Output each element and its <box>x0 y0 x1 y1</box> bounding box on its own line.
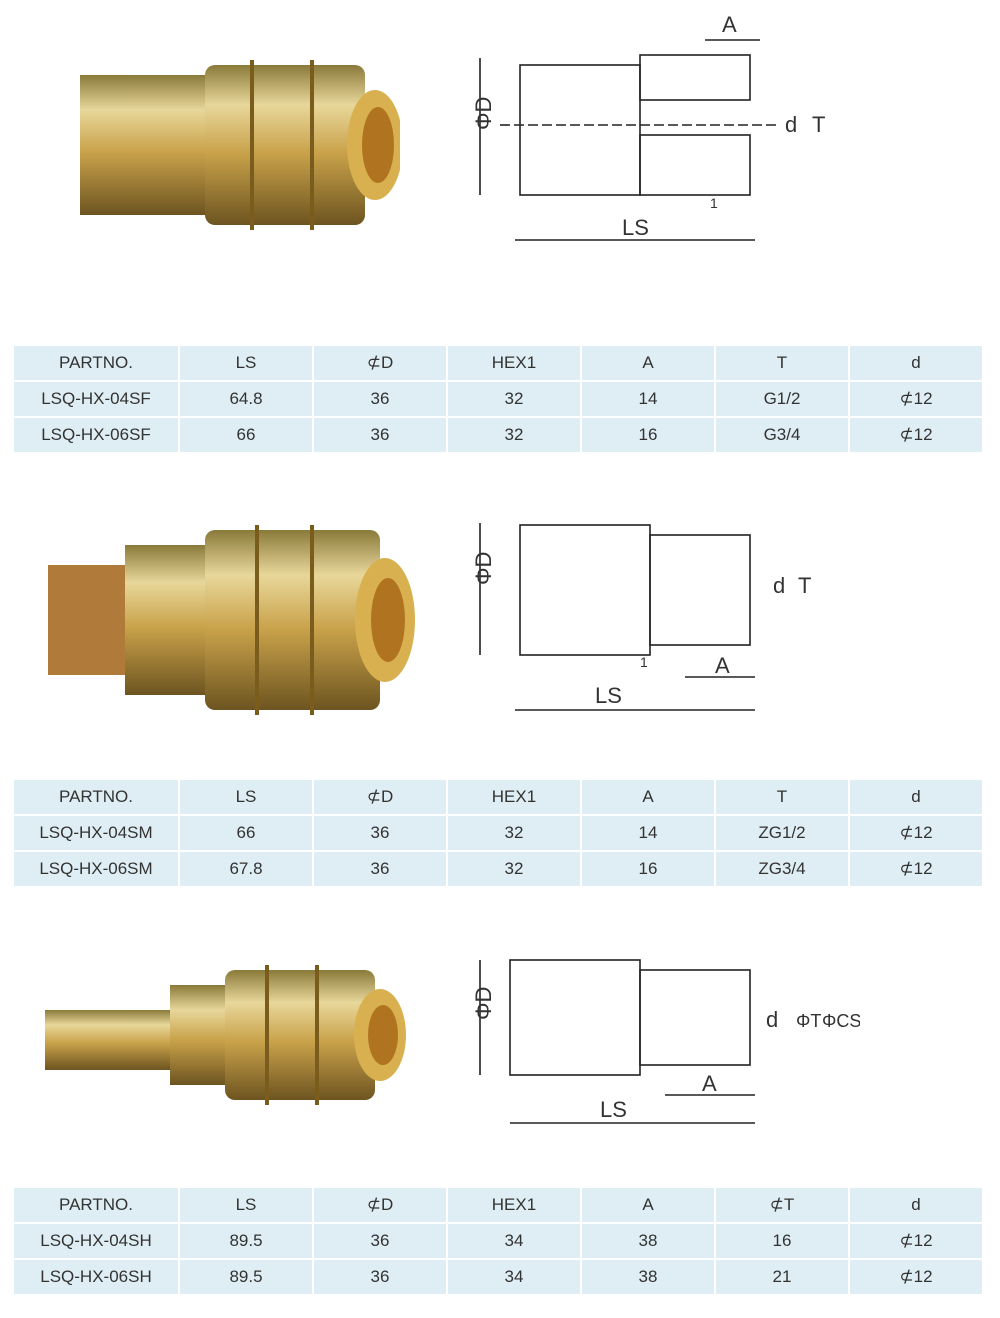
table-cell: ⊄12 <box>850 1224 982 1258</box>
technical-drawing-sf: A ΦD d T LS 1 <box>471 12 825 241</box>
table-header: T <box>716 346 848 380</box>
table-header: ⊄D <box>314 1188 446 1222</box>
table-header: PARTNO. <box>14 346 178 380</box>
table-cell: ⊄12 <box>850 418 982 452</box>
dim-label: 1 <box>710 195 718 211</box>
table-header: HEX1 <box>448 346 580 380</box>
table-cell: 66 <box>180 418 312 452</box>
table-row: LSQ-HX-06SM 67.8 36 32 16 ZG3/4 ⊄12 <box>14 852 982 886</box>
table-cell: 14 <box>582 816 714 850</box>
table-cell: 36 <box>314 816 446 850</box>
table-cell: 64.8 <box>180 382 312 416</box>
table-header: ⊄D <box>314 346 446 380</box>
table-cell: 21 <box>716 1260 848 1294</box>
table-cell: LSQ-HX-04SM <box>14 816 178 850</box>
table-header: HEX1 <box>448 780 580 814</box>
dim-label: d <box>766 1007 778 1032</box>
table-cell: LSQ-HX-04SH <box>14 1224 178 1258</box>
product-photo-male-thread <box>48 525 415 715</box>
spec-table-sf: PARTNO. LS ⊄D HEX1 A T d LSQ-HX-04SF 64.… <box>12 344 984 454</box>
table-header: PARTNO. <box>14 1188 178 1222</box>
technical-drawing-sm: ΦD d T 1 A LS <box>471 523 811 711</box>
spec-table-sh: PARTNO. LS ⊄D HEX1 A ⊄T d LSQ-HX-04SH 89… <box>12 1186 984 1296</box>
table-cell: 89.5 <box>180 1260 312 1294</box>
table-cell: 34 <box>448 1224 580 1258</box>
dim-label: ΦCS <box>822 1011 860 1031</box>
table-row: LSQ-HX-04SF 64.8 36 32 14 G1/2 ⊄12 <box>14 382 982 416</box>
dim-label: T <box>798 573 811 598</box>
dim-label: T <box>812 112 825 137</box>
table-row: LSQ-HX-06SF 66 36 32 16 G3/4 ⊄12 <box>14 418 982 452</box>
table-cell: 32 <box>448 852 580 886</box>
table-cell: 16 <box>582 852 714 886</box>
spec-table-sm: PARTNO. LS ⊄D HEX1 A T d LSQ-HX-04SM 66 … <box>12 778 984 888</box>
table-cell: ⊄12 <box>850 382 982 416</box>
table-header-row: PARTNO. LS ⊄D HEX1 A T d <box>14 346 982 380</box>
table-cell: 36 <box>314 852 446 886</box>
table-header: LS <box>180 780 312 814</box>
dim-label: LS <box>600 1097 627 1122</box>
product-photo-female-thread <box>80 60 400 230</box>
table-header: d <box>850 1188 982 1222</box>
table-cell: LSQ-HX-06SF <box>14 418 178 452</box>
dim-label: ΦT <box>796 1011 821 1031</box>
table-cell: ⊄12 <box>850 1260 982 1294</box>
dim-label: 1 <box>640 654 648 670</box>
table-cell: 14 <box>582 382 714 416</box>
dim-label: d <box>773 573 785 598</box>
table-header: A <box>582 346 714 380</box>
table-cell: G3/4 <box>716 418 848 452</box>
dim-label: A <box>702 1071 717 1096</box>
dim-label: ΦD <box>471 552 496 585</box>
table-header: A <box>582 1188 714 1222</box>
table-cell: 32 <box>448 816 580 850</box>
table-cell: ⊄12 <box>850 816 982 850</box>
table-cell: G1/2 <box>716 382 848 416</box>
table-header: ⊄T <box>716 1188 848 1222</box>
table-cell: 36 <box>314 382 446 416</box>
table-cell: LSQ-HX-04SF <box>14 382 178 416</box>
dim-label: LS <box>595 683 622 708</box>
table-header: ⊄D <box>314 780 446 814</box>
table-cell: LSQ-HX-06SM <box>14 852 178 886</box>
table-header: d <box>850 780 982 814</box>
table-cell: ⊄12 <box>850 852 982 886</box>
table-header: A <box>582 780 714 814</box>
dim-label: ΦD <box>471 97 496 130</box>
dim-label: ΦD <box>471 987 496 1020</box>
table-header: PARTNO. <box>14 780 178 814</box>
dim-label: LS <box>622 215 649 240</box>
table-cell: 34 <box>448 1260 580 1294</box>
table-header: LS <box>180 1188 312 1222</box>
table-cell: 38 <box>582 1260 714 1294</box>
technical-drawing-sh: ΦD d ΦT ΦCS A LS <box>471 959 860 1124</box>
table-cell: LSQ-HX-06SH <box>14 1260 178 1294</box>
table-cell: ZG1/2 <box>716 816 848 850</box>
table-cell: ZG3/4 <box>716 852 848 886</box>
table-header-row: PARTNO. LS ⊄D HEX1 A T d <box>14 780 982 814</box>
table-cell: 38 <box>582 1224 714 1258</box>
table-row: LSQ-HX-04SH 89.5 36 34 38 16 ⊄12 <box>14 1224 982 1258</box>
table-cell: 32 <box>448 382 580 416</box>
product-photo-hose-barb <box>45 965 406 1105</box>
table-cell: 66 <box>180 816 312 850</box>
table-header-row: PARTNO. LS ⊄D HEX1 A ⊄T d <box>14 1188 982 1222</box>
table-row: LSQ-HX-04SM 66 36 32 14 ZG1/2 ⊄12 <box>14 816 982 850</box>
table-cell: 89.5 <box>180 1224 312 1258</box>
table-row: LSQ-HX-06SH 89.5 36 34 38 21 ⊄12 <box>14 1260 982 1294</box>
dim-label: A <box>715 653 730 678</box>
table-header: T <box>716 780 848 814</box>
table-cell: 36 <box>314 1224 446 1258</box>
table-header: LS <box>180 346 312 380</box>
dim-label: A <box>722 12 737 37</box>
dim-label: d <box>785 112 797 137</box>
table-cell: 36 <box>314 1260 446 1294</box>
table-cell: 32 <box>448 418 580 452</box>
table-cell: 36 <box>314 418 446 452</box>
table-cell: 16 <box>582 418 714 452</box>
table-cell: 67.8 <box>180 852 312 886</box>
table-cell: 16 <box>716 1224 848 1258</box>
table-header: d <box>850 346 982 380</box>
table-header: HEX1 <box>448 1188 580 1222</box>
